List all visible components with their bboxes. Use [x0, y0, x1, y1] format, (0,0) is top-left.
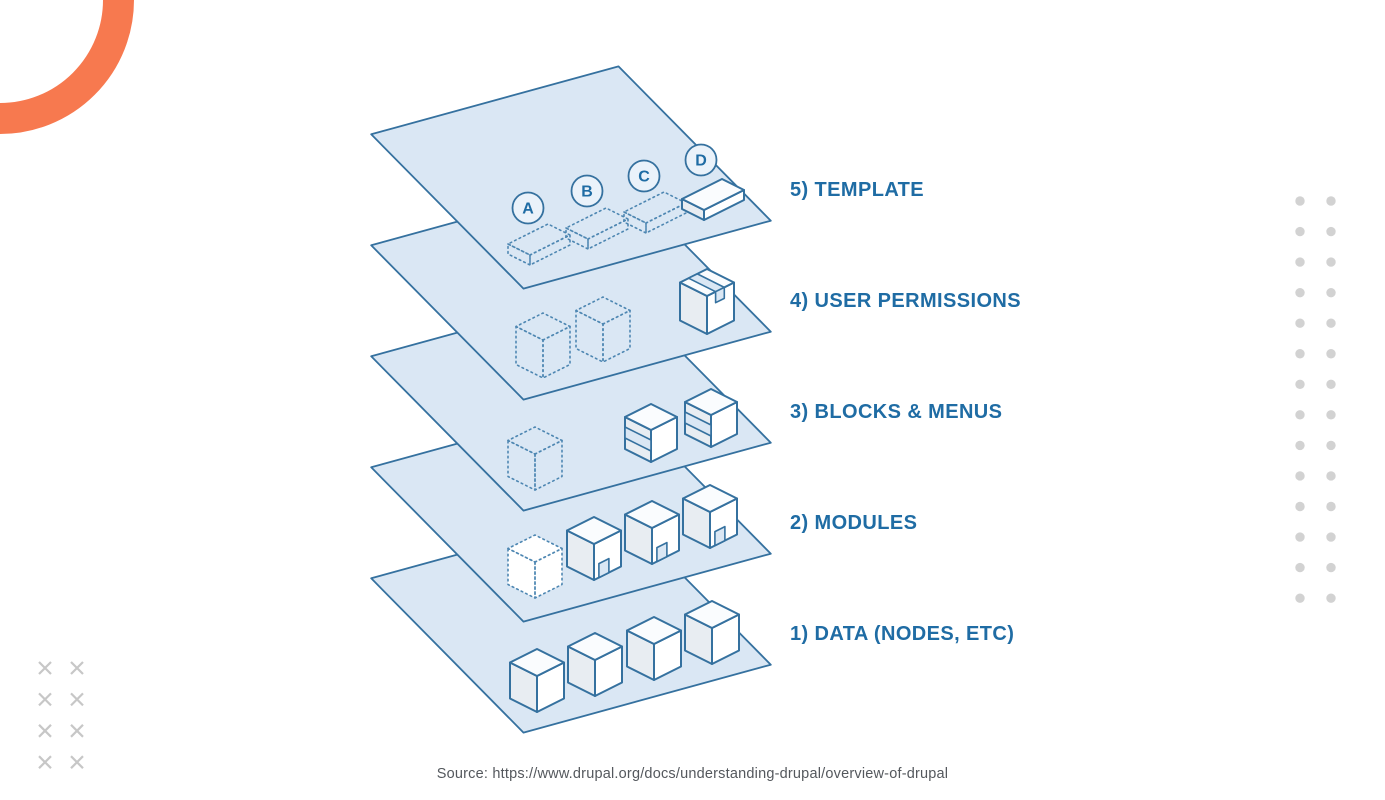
- layer-template: 5) TEMPLATE A B C D: [370, 65, 924, 290]
- decorations: [0, 0, 1336, 769]
- dotted-template-slab: [623, 191, 687, 234]
- module-block: [566, 516, 622, 581]
- layer-plane: [370, 65, 772, 290]
- menu-block: [624, 403, 678, 463]
- data-block: [509, 648, 565, 713]
- source-citation: Source: https://www.drupal.org/docs/unde…: [436, 766, 949, 782]
- template-slab: [681, 178, 745, 221]
- dot: [1326, 532, 1336, 542]
- dotted-permissions-block: [515, 312, 571, 379]
- cross-mark: [38, 755, 52, 769]
- dot: [1326, 440, 1336, 451]
- dot: [1326, 379, 1336, 389]
- corner-arc-decoration: [0, 0, 134, 134]
- layer-label-user-permissions: 4) USER PERMISSIONS: [790, 290, 1021, 312]
- dotted-block: [507, 426, 563, 491]
- dotted-template-slab: [507, 223, 571, 266]
- dot: [1295, 471, 1305, 481]
- dot: [1295, 379, 1305, 389]
- layer-label-blocks-menus: 3) BLOCKS & MENUS: [790, 401, 1002, 423]
- cross-mark: [70, 692, 84, 707]
- marker-letter: C: [638, 169, 650, 186]
- dot: [1326, 562, 1336, 573]
- module-block: [624, 500, 680, 565]
- layer-label-data: 1) DATA (NODES, ETC): [790, 623, 1014, 645]
- dot: [1295, 532, 1305, 542]
- dotted-template-slab: [565, 207, 629, 250]
- dot: [1295, 318, 1305, 328]
- marker-B: B: [570, 174, 604, 208]
- module-block: [682, 484, 738, 549]
- dot-grid-decoration: [1295, 196, 1336, 603]
- marker-letter: B: [581, 184, 593, 201]
- dot: [1326, 349, 1336, 359]
- dot: [1326, 410, 1336, 420]
- cross-mark: [70, 661, 84, 675]
- dot: [1295, 287, 1305, 298]
- cross-mark: [38, 661, 52, 675]
- dot: [1326, 593, 1336, 603]
- marker-C: C: [627, 159, 661, 193]
- marker-A: A: [511, 191, 545, 225]
- marker-circle: [627, 159, 661, 193]
- dot: [1295, 440, 1305, 451]
- dot: [1295, 226, 1305, 237]
- dot: [1295, 562, 1305, 573]
- marker-D: D: [684, 143, 718, 177]
- dot: [1295, 593, 1305, 603]
- dot: [1295, 501, 1305, 512]
- cross-mark: [38, 724, 52, 738]
- dot: [1295, 257, 1305, 267]
- dot: [1326, 196, 1336, 206]
- marker-circle: [684, 143, 718, 177]
- dot: [1295, 410, 1305, 420]
- data-block: [567, 632, 623, 697]
- layer-modules: 2) MODULES: [370, 398, 917, 623]
- layer-label-template: 5) TEMPLATE: [790, 179, 924, 201]
- marker-circle: [511, 191, 545, 225]
- marker-letter: D: [695, 153, 707, 170]
- cross-mark: [70, 724, 84, 738]
- data-block: [684, 600, 740, 665]
- dot: [1326, 501, 1336, 512]
- permissions-block: [679, 268, 735, 335]
- dot: [1326, 471, 1336, 481]
- marker-letter: A: [522, 201, 534, 218]
- dotted-module-block: [507, 534, 563, 599]
- dot: [1326, 287, 1336, 298]
- cross-mark: [38, 692, 52, 707]
- marker-circle: [570, 174, 604, 208]
- menu-block: [684, 388, 738, 448]
- cross-mark: [70, 755, 84, 769]
- dot: [1295, 349, 1305, 359]
- dotted-permissions-block: [575, 296, 631, 363]
- layer-label-modules: 2) MODULES: [790, 512, 917, 534]
- dot: [1326, 257, 1336, 267]
- cross-grid-decoration: [38, 661, 84, 769]
- dot: [1326, 226, 1336, 237]
- dot: [1295, 196, 1305, 206]
- dot: [1326, 318, 1336, 328]
- data-block: [626, 616, 682, 681]
